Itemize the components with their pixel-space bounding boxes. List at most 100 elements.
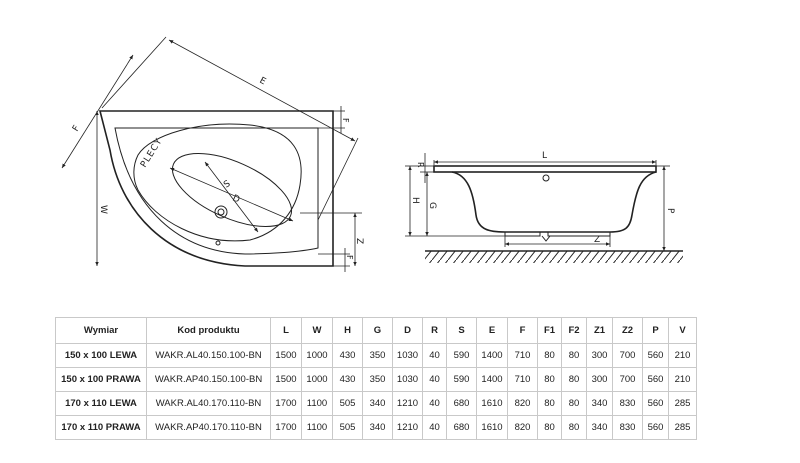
table-header-cell: F2 xyxy=(561,317,587,344)
table-header-cell: H xyxy=(332,317,363,344)
dim-D-label: D xyxy=(231,194,241,206)
dim-R-label: R xyxy=(416,162,425,168)
table-cell: 80 xyxy=(537,343,562,368)
side-rim xyxy=(433,165,657,173)
table-header-cell: D xyxy=(392,317,423,344)
table-cell: 560 xyxy=(642,343,669,368)
table-cell: 1400 xyxy=(476,367,508,392)
table-cell: 1500 xyxy=(270,343,302,368)
dim-G-label: G xyxy=(427,202,437,209)
table-cell: 1700 xyxy=(270,391,302,416)
table-cell: 1610 xyxy=(476,391,508,416)
product-code-cell: WAKR.AP40.150.100-BN xyxy=(146,367,271,392)
table-cell: 590 xyxy=(446,367,477,392)
table-cell: 350 xyxy=(362,367,393,392)
table-cell: 1610 xyxy=(476,415,508,440)
table-cell: 560 xyxy=(642,391,669,416)
table-cell: 80 xyxy=(561,367,587,392)
table-cell: 560 xyxy=(642,415,669,440)
product-code-cell: WAKR.AL40.150.100-BN xyxy=(146,343,271,368)
dim-L-label: L xyxy=(542,151,547,161)
table-cell: 830 xyxy=(612,415,643,440)
table-cell: 1700 xyxy=(270,415,302,440)
table-cell: 430 xyxy=(332,343,363,368)
table-cell: 1100 xyxy=(301,415,333,440)
table-cell: 710 xyxy=(507,367,538,392)
table-cell: 1210 xyxy=(392,391,423,416)
tub-rim xyxy=(114,127,319,255)
top-view: E F W F Z F S D PLECY xyxy=(61,36,364,272)
side-overflow-icon xyxy=(542,174,550,182)
table-cell: 560 xyxy=(642,367,669,392)
dim-H-label: H xyxy=(410,197,420,204)
table-cell: 820 xyxy=(507,415,538,440)
table-header-cell: Z2 xyxy=(612,317,643,344)
table-header-cell: Z1 xyxy=(586,317,613,344)
table-header-cell: W xyxy=(301,317,333,344)
basin-ellipse xyxy=(171,153,293,227)
table-cell: 1000 xyxy=(301,367,333,392)
table-header-cell: R xyxy=(422,317,447,344)
dim-S-label: S xyxy=(222,179,232,191)
size-cell: 170 x 110 LEWA xyxy=(55,391,147,416)
table-header-cell: L xyxy=(270,317,302,344)
table-cell: 1100 xyxy=(301,391,333,416)
floor-hatch xyxy=(425,251,683,263)
size-cell: 170 x 110 PRAWA xyxy=(55,415,147,440)
table-cell: 340 xyxy=(586,415,613,440)
table-cell: 210 xyxy=(668,367,697,392)
table-header-cell: Wymiar xyxy=(55,317,147,344)
table-header-cell: Kod produktu xyxy=(146,317,271,344)
side-view: L R H G P Z xyxy=(405,151,683,263)
table-header-cell: P xyxy=(642,317,669,344)
table-cell: 505 xyxy=(332,415,363,440)
table-header-cell: G xyxy=(362,317,393,344)
table-cell: 350 xyxy=(362,343,393,368)
dim-W-label: W xyxy=(98,205,108,214)
table-cell: 285 xyxy=(668,415,697,440)
side-body xyxy=(451,171,657,233)
table-cell: 590 xyxy=(446,343,477,368)
table-cell: 300 xyxy=(586,367,613,392)
table-cell: 830 xyxy=(612,391,643,416)
table-cell: 80 xyxy=(561,343,587,368)
size-cell: 150 x 100 PRAWA xyxy=(55,367,147,392)
product-code-cell: WAKR.AP40.170.110-BN xyxy=(146,415,271,440)
table-cell: 1030 xyxy=(392,343,423,368)
table-cell: 1500 xyxy=(270,367,302,392)
table-cell: 40 xyxy=(422,367,447,392)
table-cell: 820 xyxy=(507,391,538,416)
table-cell: 80 xyxy=(537,415,562,440)
table-cell: 80 xyxy=(561,415,587,440)
table-cell: 80 xyxy=(537,367,562,392)
product-code-cell: WAKR.AL40.170.110-BN xyxy=(146,391,271,416)
table-cell: 340 xyxy=(362,415,393,440)
table-header-cell: S xyxy=(446,317,477,344)
table-cell: 40 xyxy=(422,391,447,416)
technical-drawing: E F W F Z F S D PLECY xyxy=(61,36,683,272)
table-cell: 700 xyxy=(612,343,643,368)
table-cell: 80 xyxy=(537,391,562,416)
table-cell: 340 xyxy=(362,391,393,416)
dim-P-label: P xyxy=(665,208,675,214)
dim-E-label: E xyxy=(258,76,268,88)
table-header-cell: F1 xyxy=(537,317,562,344)
table-header-cell: E xyxy=(476,317,508,344)
size-cell: 150 x 100 LEWA xyxy=(55,343,147,368)
dim-F-label: F xyxy=(71,124,82,134)
table-cell: 1400 xyxy=(476,343,508,368)
table-header-cell: F xyxy=(507,317,538,344)
table-cell: 430 xyxy=(332,367,363,392)
table-cell: 700 xyxy=(612,367,643,392)
table-cell: 1210 xyxy=(392,415,423,440)
dim-Z2-label: Z xyxy=(594,235,600,245)
table-cell: 340 xyxy=(586,391,613,416)
table-cell: 1000 xyxy=(301,343,333,368)
table-cell: 40 xyxy=(422,415,447,440)
table-cell: 1030 xyxy=(392,367,423,392)
